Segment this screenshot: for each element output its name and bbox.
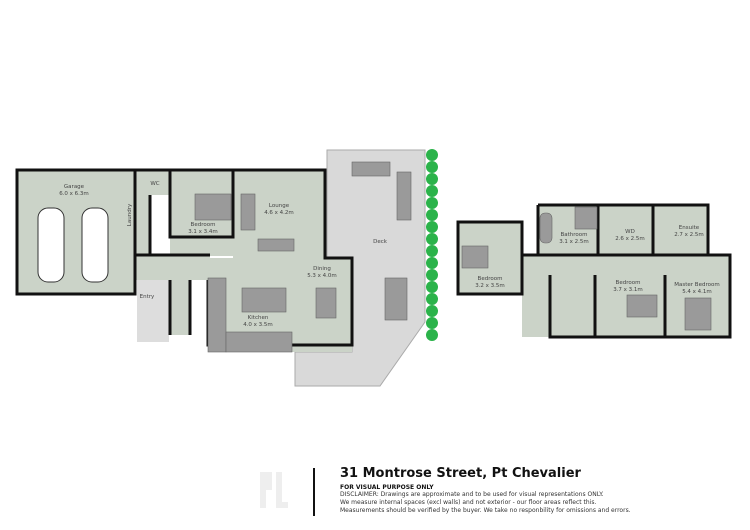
shower-icon <box>574 206 598 230</box>
hedge-shrub <box>426 173 438 185</box>
size-garage: 6.0 x 6.3m <box>59 191 89 197</box>
bed-icon <box>684 297 712 331</box>
lounge-sofa-2 <box>257 238 295 252</box>
hedge <box>426 149 438 341</box>
deck-sofa-side <box>396 171 412 221</box>
hedge-shrub <box>426 245 438 257</box>
label-wd: WD <box>625 229 635 235</box>
stairs-ground <box>170 280 190 335</box>
company-logo <box>256 466 292 514</box>
label-bathroom: Bathroom <box>560 232 587 238</box>
label-garage: Garage <box>64 184 85 190</box>
label-ensuite: Ensuite <box>679 225 700 231</box>
size-bathroom: 3.1 x 2.5m <box>559 239 589 245</box>
disclaimer-line: Measurements should be verified by the b… <box>340 507 631 514</box>
label-bedroom-2: Bedroom <box>616 280 641 286</box>
hedge-shrub <box>426 293 438 305</box>
first-floor-walls <box>456 203 732 339</box>
hedge-shrub <box>426 257 438 269</box>
bathtub-icon <box>539 212 553 244</box>
hedge-shrub <box>426 209 438 221</box>
car-icon <box>37 207 65 283</box>
room-garage <box>17 170 135 294</box>
hedge-shrub <box>426 305 438 317</box>
hedge-shrub <box>426 281 438 293</box>
bed-icon <box>461 245 489 269</box>
label-kitchen: Kitchen <box>248 315 269 321</box>
room-wc <box>135 170 170 195</box>
hedge-shrub <box>426 317 438 329</box>
room-stairs <box>522 275 595 337</box>
visual-notice: FOR VISUAL PURPOSE ONLY <box>340 484 434 491</box>
size-bedroom-1: 3.2 x 3.5m <box>475 283 505 289</box>
label-deck: Deck <box>373 239 388 245</box>
property-address: 31 Montrose Street, Pt Chevalier <box>340 466 581 481</box>
dining-table <box>315 287 337 319</box>
hedge-shrub <box>426 149 438 161</box>
size-kitchen: 4.0 x 3.5m <box>243 322 273 328</box>
deck-sofa <box>351 161 391 177</box>
footer: 31 Montrose Street, Pt Chevalier FOR VIS… <box>340 466 631 515</box>
label-lounge: Lounge <box>269 203 290 209</box>
ground-walls <box>15 168 354 347</box>
room-entry <box>137 280 169 342</box>
hedge-shrub <box>426 233 438 245</box>
room-hall <box>135 255 210 280</box>
bed-icon <box>194 193 232 221</box>
size-lounge: 4.6 x 4.2m <box>264 210 294 216</box>
footer-divider <box>313 468 315 516</box>
label-master-bedroom: Master Bedroom <box>674 282 719 288</box>
car-icon <box>81 207 109 283</box>
disclaimer-line: We measure internal spaces (excl walls) … <box>340 499 597 506</box>
hedge-shrub <box>426 269 438 281</box>
label-dining: Dining <box>313 266 331 272</box>
hedge-shrub <box>426 185 438 197</box>
kitchen-counter <box>207 277 227 353</box>
disclaimer-line: DISCLAIMER: Drawings are approximate and… <box>340 491 604 498</box>
size-bedroom-ground: 3.1 x 3.4m <box>188 229 218 235</box>
room-laundry <box>135 195 150 255</box>
bed-icon <box>626 294 658 318</box>
kitchen-island <box>241 287 287 313</box>
size-dining: 5.3 x 4.0m <box>307 273 337 279</box>
label-bedroom-ground: Bedroom <box>191 222 216 228</box>
hedge-shrub <box>426 221 438 233</box>
kitchen-bench <box>225 331 293 353</box>
label-laundry: Laundry <box>127 203 133 226</box>
label-entry: Entry <box>140 294 155 300</box>
label-wc: WC <box>150 181 159 187</box>
size-master-bedroom: 5.4 x 4.1m <box>682 289 712 295</box>
size-wd: 2.6 x 2.5m <box>615 236 645 242</box>
room-ensuite <box>653 205 708 255</box>
hedge-shrub <box>426 329 438 341</box>
lounge-sofa <box>240 193 256 231</box>
size-ensuite: 2.7 x 2.5m <box>674 232 704 238</box>
size-bedroom-2: 3.7 x 3.1m <box>613 287 643 293</box>
hedge-shrub <box>426 197 438 209</box>
label-bedroom-1: Bedroom <box>478 276 503 282</box>
hedge-shrub <box>426 161 438 173</box>
deck-table <box>384 277 408 321</box>
room-wd <box>598 205 653 255</box>
